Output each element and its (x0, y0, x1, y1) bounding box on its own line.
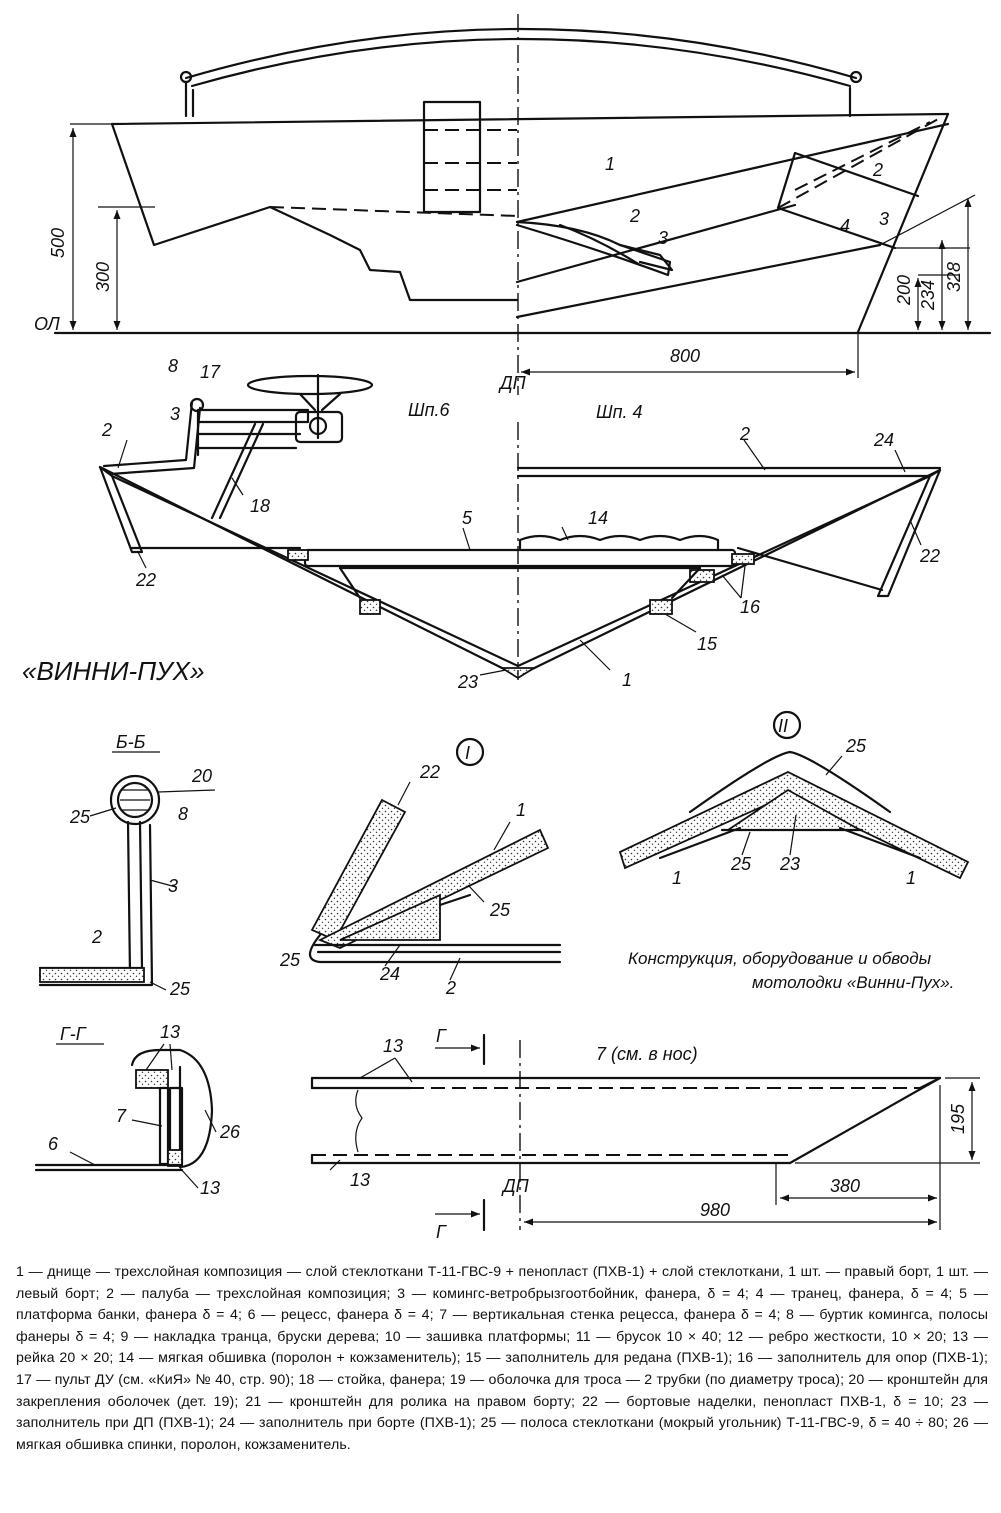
side-view: 500 300 ОЛ 200 234 328 800 ДП 1 2 3 2 3 … (34, 14, 992, 395)
recess-label-13: 13 (383, 1036, 403, 1056)
d1-label-25: 25 (489, 900, 511, 920)
sec-label-22: 22 (135, 570, 156, 590)
dim-300: 300 (93, 262, 113, 292)
recess-label-7: 7 (см. в нос) (596, 1044, 698, 1064)
parts-legend: 1 — днище — трехслойная композиция — сло… (16, 1264, 988, 1453)
sec-label-5: 5 (462, 508, 473, 528)
dim-800: 800 (670, 346, 700, 366)
sec-label-2b: 2 (739, 424, 750, 444)
d1-label-25b: 25 (279, 950, 301, 970)
d2-label-23: 23 (779, 854, 800, 874)
detail-gg: Г-Г 13 7 26 6 13 (34, 1022, 241, 1198)
sec-label-18: 18 (250, 496, 270, 516)
d2-label-25: 25 (845, 736, 867, 756)
sec-label-23: 23 (457, 672, 478, 692)
d2-label-1: 1 (672, 868, 682, 888)
d1-label-24: 24 (379, 964, 400, 984)
sec-label-2: 2 (101, 420, 112, 440)
side-label-2b: 2 (872, 160, 883, 180)
dim-380: 380 (830, 1176, 860, 1196)
boat-title: «ВИННИ-ПУХ» (22, 656, 204, 686)
detail-1: I 22 1 25 25 24 2 (279, 737, 562, 998)
detail-bb-title: Б-Б (116, 732, 146, 752)
frame-6-label: Шп.6 (408, 400, 450, 420)
gg-label-13b: 13 (200, 1178, 220, 1198)
d1-label-22: 22 (419, 762, 440, 782)
recess-label-13b: 13 (350, 1170, 370, 1190)
gg-label-7: 7 (116, 1106, 127, 1126)
dim-500: 500 (48, 228, 68, 258)
centerline-label-top: ДП (498, 373, 527, 393)
bb-label-20: 20 (191, 766, 212, 786)
d2-label-1b: 1 (906, 868, 916, 888)
side-label-2: 2 (629, 206, 640, 226)
dim-980: 980 (700, 1200, 730, 1220)
sec-label-3: 3 (170, 404, 180, 424)
baseline-label: ОЛ (34, 314, 60, 334)
side-label-3: 3 (658, 228, 668, 248)
sec-label-22b: 22 (919, 546, 940, 566)
detail-2-title: II (778, 716, 788, 736)
sec-label-15: 15 (697, 634, 718, 654)
d1-label-2: 2 (445, 978, 456, 998)
caption-line-2: мотолодки «Винни-Пух». (752, 973, 954, 992)
gg-label-6: 6 (48, 1134, 59, 1154)
centerline-label-bottom: ДП (501, 1176, 530, 1196)
sec-label-14: 14 (588, 508, 608, 528)
frame-4-label: Шп. 4 (596, 402, 643, 422)
dim-200: 200 (894, 275, 914, 306)
recess-view: 13 7 (см. в нос) 13 Г Г ДП 195 380 980 (310, 1026, 980, 1242)
cut-mark-top: Г (436, 1026, 447, 1046)
bb-label-25b: 25 (169, 979, 191, 999)
d1-label-1: 1 (516, 800, 526, 820)
sec-label-8: 8 (168, 356, 178, 376)
dim-195: 195 (948, 1103, 968, 1134)
cross-section-view: Шп.6 Шп. 4 ДП 8 17 3 2 18 22 5 14 2 24 2… (22, 356, 942, 692)
detail-2: II 25 1 25 23 1 (618, 710, 970, 888)
sec-label-1: 1 (622, 670, 632, 690)
bb-label-25: 25 (69, 807, 91, 827)
gg-label-26: 26 (219, 1122, 241, 1142)
d2-label-25b: 25 (730, 854, 752, 874)
cut-mark-bottom: Г (436, 1222, 447, 1242)
caption-line-1: Конструкция, оборудование и обводы (628, 949, 932, 968)
sec-label-24: 24 (873, 430, 894, 450)
bb-label-8: 8 (178, 804, 188, 824)
dim-328: 328 (944, 262, 964, 292)
bb-label-2: 2 (91, 927, 102, 947)
dim-234: 234 (918, 280, 938, 311)
side-label-3b: 3 (879, 209, 889, 229)
sec-label-16: 16 (740, 597, 761, 617)
detail-1-title: I (465, 743, 470, 763)
sec-label-17: 17 (200, 362, 221, 382)
side-label-4: 4 (840, 216, 850, 236)
detail-bb: Б-Б 20 25 8 3 2 25 (38, 732, 216, 999)
side-label-1: 1 (605, 154, 615, 174)
gg-label-13: 13 (160, 1022, 180, 1042)
technical-drawing: 500 300 ОЛ 200 234 328 800 ДП 1 2 3 2 3 … (22, 14, 992, 1242)
detail-gg-title: Г-Г (60, 1024, 87, 1044)
